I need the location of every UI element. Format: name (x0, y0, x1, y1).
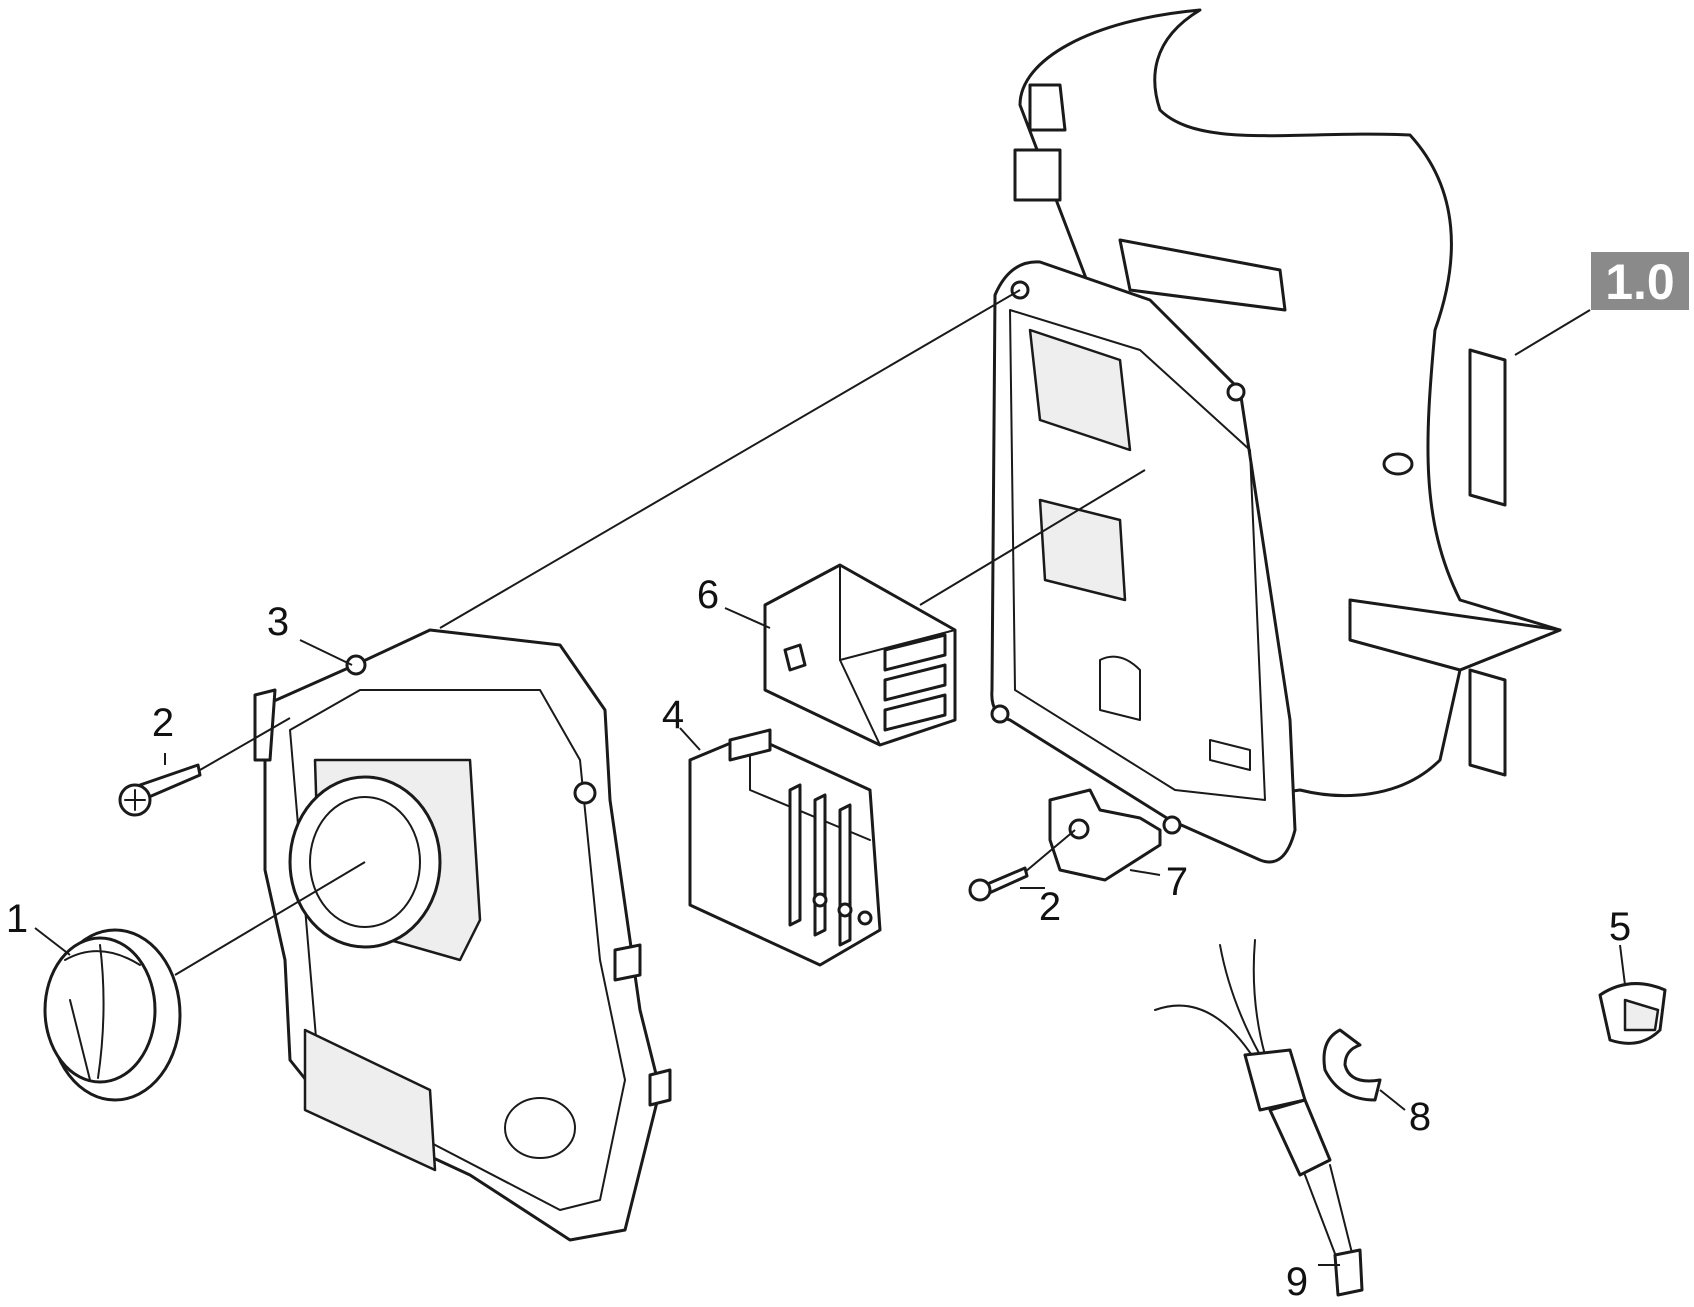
callout-4: 4 (662, 693, 684, 737)
part-9-cable (1154, 939, 1364, 1297)
part-4-contactor (688, 728, 882, 967)
callout-1: 1 (6, 897, 28, 941)
callout-9: 9 (1286, 1260, 1308, 1304)
callout-6: 6 (697, 573, 719, 617)
part-7-bracket (1048, 788, 1162, 882)
part-5-clip (1598, 982, 1667, 1045)
callout-5: 5 (1609, 905, 1631, 949)
part-2-screw-upper (118, 763, 202, 817)
callout-labels: 1 2 3 6 4 2 7 5 8 9 (6, 573, 1631, 1304)
control-box-frame (990, 260, 1297, 864)
callout-3: 3 (267, 600, 289, 644)
part-6-relay (763, 563, 957, 747)
callout-7: 7 (1166, 860, 1188, 904)
section-badge-text: 1.0 (1605, 254, 1675, 310)
callout-2-lower: 2 (1039, 885, 1061, 929)
rear-housing (1013, 8, 1562, 802)
section-badge: 1.0 (1591, 252, 1689, 310)
callout-2-upper: 2 (152, 701, 174, 745)
part-8-retaining-clip (1322, 1028, 1382, 1102)
leader-lines (34, 289, 1626, 1266)
front-cover (253, 628, 672, 1242)
part-2-screw-lower (968, 866, 1029, 902)
callout-8: 8 (1409, 1095, 1431, 1139)
part-1-knob (43, 928, 182, 1102)
